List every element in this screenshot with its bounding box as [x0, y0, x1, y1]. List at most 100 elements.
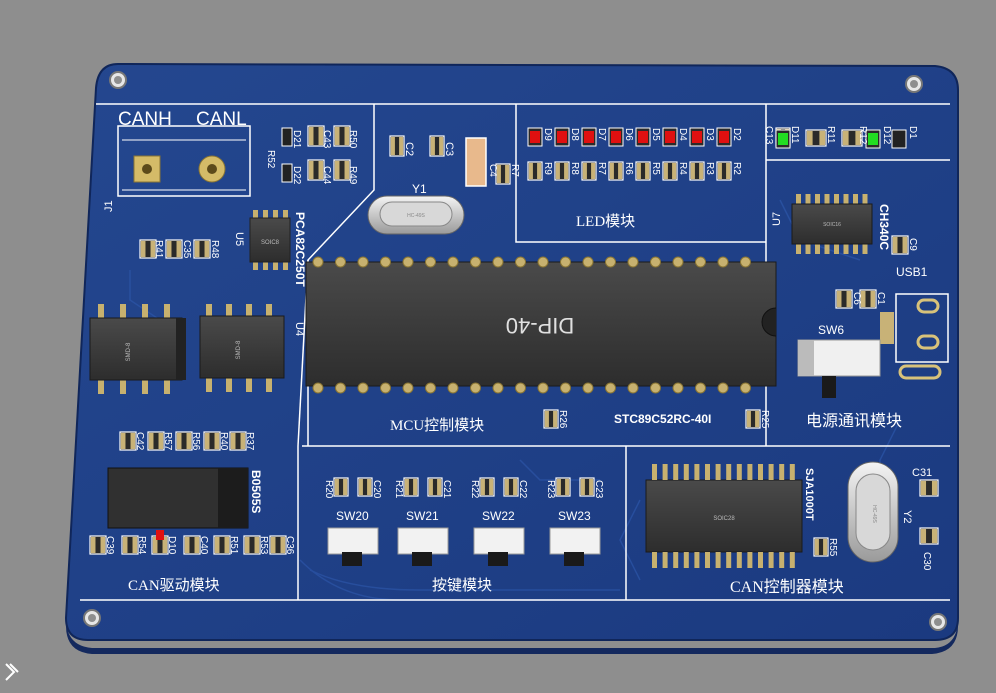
- corner-arrow-icon: [5, 663, 19, 681]
- usb-chip-pin: [805, 244, 811, 254]
- smd-part: [175, 431, 193, 451]
- led-array: [527, 127, 881, 149]
- usb-chip-label: CH340C: [877, 204, 891, 250]
- can-controller-pin: [694, 464, 700, 480]
- transceiver-label: PCA82C250T: [293, 212, 307, 287]
- refdes-c30: C30: [921, 552, 932, 571]
- transceiver-pin: [283, 210, 288, 218]
- opto-ref-u4: U4: [293, 322, 305, 336]
- usb-chip-pin: [853, 244, 858, 254]
- usb-uart-chip: SOIC16: [791, 203, 873, 245]
- led-module-label: LED模块: [576, 213, 635, 230]
- mcu-part-label: STC89C52RC-40I: [614, 412, 711, 426]
- smd-part: [139, 239, 157, 259]
- smd-part: [859, 289, 877, 309]
- refdes-r3: R3: [704, 162, 715, 175]
- smd-part: [119, 431, 137, 451]
- transceiver-pin: [283, 262, 288, 270]
- tactile-switch[interactable]: [549, 527, 601, 566]
- refdes-r26: R26: [557, 410, 568, 429]
- mcu-pin: [582, 382, 594, 394]
- can-controller-pin: [779, 552, 785, 568]
- key-switch-ref: SW23: [558, 509, 591, 523]
- refdes-c44: C44: [321, 166, 332, 185]
- mcu-pin: [402, 382, 414, 394]
- can-controller-pin: [768, 464, 774, 480]
- can-controller-pin: [652, 464, 657, 480]
- usb-chip-pin: [805, 194, 811, 204]
- dcdc-label: B0505S: [249, 470, 263, 513]
- smd-part: [307, 125, 325, 147]
- smd-part: [503, 477, 519, 497]
- refdes-d8: D8: [569, 128, 580, 141]
- refdes-r56: R56: [190, 432, 201, 451]
- mcu-pin: [357, 382, 369, 394]
- opto-pin: [98, 304, 104, 318]
- can-controller-pin: [715, 464, 721, 480]
- can-controller-pin: [726, 464, 732, 480]
- refdes-c23: C23: [593, 480, 604, 499]
- mcu-pin: [605, 382, 616, 394]
- smd-part: [89, 535, 107, 555]
- mcu-pin: [312, 382, 324, 394]
- usb-chip-pin: [815, 244, 820, 254]
- tactile-switch[interactable]: [473, 527, 525, 566]
- smd-part: [333, 159, 351, 181]
- opto-pin: [164, 304, 170, 318]
- led-indicator: [865, 129, 881, 149]
- smd-part: [479, 477, 495, 497]
- usb-chip-pin: [853, 194, 858, 204]
- transceiver-ref: U5: [233, 232, 245, 246]
- refdes-d10: D10: [166, 536, 177, 555]
- can-controller-pin: [747, 464, 753, 480]
- refdes-c9: C9: [907, 238, 918, 251]
- mcu-pin: [335, 256, 346, 268]
- y1-ref: Y1: [412, 182, 427, 196]
- refdes-c4: C4: [487, 164, 498, 177]
- led-indicator: [635, 127, 651, 147]
- opto-pin: [246, 304, 252, 318]
- opto-pin: [164, 380, 170, 394]
- smd-part: [608, 161, 624, 181]
- mcu-pin: [380, 382, 391, 394]
- refdes-c36: C36: [284, 536, 295, 555]
- mcu-pin: [695, 382, 706, 394]
- key-switch-ref: SW21: [406, 509, 439, 523]
- smd-part: [121, 535, 139, 555]
- refdes-d9: D9: [542, 128, 553, 141]
- opto-pin: [98, 380, 104, 394]
- power-switch[interactable]: [797, 339, 881, 398]
- mcu-pin: [717, 382, 729, 394]
- refdes-r7: R7: [596, 162, 607, 175]
- can-controller-pin: [652, 552, 657, 568]
- optocoupler-u4: SMD-8: [199, 315, 285, 379]
- opto-pin: [142, 380, 148, 394]
- smd-part: [919, 479, 939, 497]
- smd-part: [357, 477, 373, 497]
- crystal-y1: HC-49S: [367, 195, 465, 235]
- usb-chip-pin: [862, 244, 868, 254]
- tactile-switch[interactable]: [397, 527, 449, 566]
- can-controller-chip: SOIC28: [645, 479, 803, 553]
- refdes-c39: C39: [104, 536, 115, 555]
- mcu-pin: [470, 382, 481, 394]
- usb-connector: [880, 293, 949, 380]
- smd-part: [579, 477, 595, 497]
- can-controller-pkg: SOIC28: [713, 516, 735, 522]
- refdes-c43: C43: [321, 130, 332, 149]
- smd-part: [403, 477, 419, 497]
- refdes-r41: R41: [153, 240, 164, 259]
- can-controller-pin: [715, 552, 721, 568]
- smd-part: [841, 129, 863, 147]
- can-controller-pin: [779, 464, 785, 480]
- usb-chip-ref: U7: [771, 212, 783, 226]
- mcu-pin: [650, 256, 661, 268]
- opto-pin: [226, 378, 232, 392]
- tactile-switch[interactable]: [327, 527, 379, 566]
- mcu-pin: [560, 256, 571, 268]
- refdes-r21: R21: [393, 480, 404, 499]
- can-controller-pin: [673, 464, 679, 480]
- opto-pin: [266, 378, 272, 392]
- transceiver-pkg: SOIC8: [261, 240, 280, 246]
